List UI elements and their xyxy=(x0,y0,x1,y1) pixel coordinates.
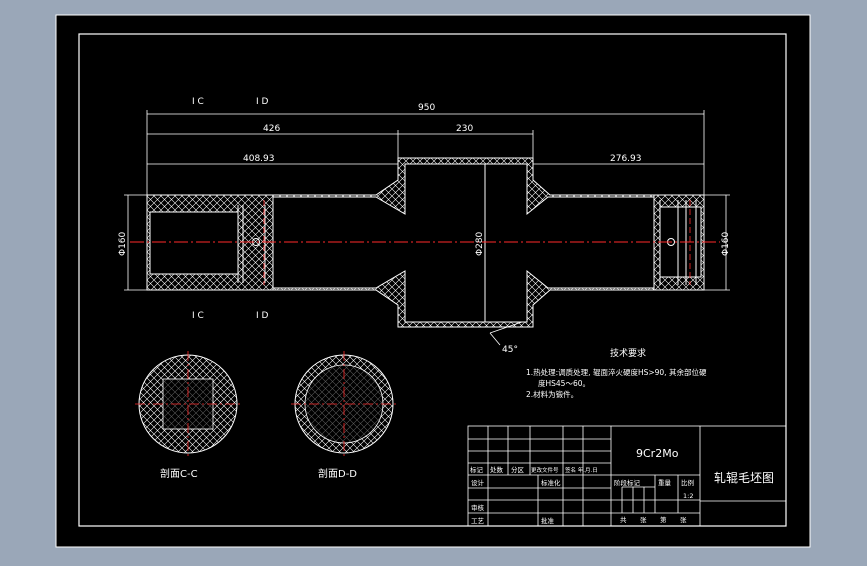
tech-req-line2: 度HS45～60。 xyxy=(538,378,590,388)
tb-sheet-label: 张 xyxy=(680,515,687,524)
tb-col-mark: 标记 xyxy=(470,465,484,474)
cut-mark-c-bottom: I C xyxy=(192,311,204,321)
tb-sheet-no: 第 xyxy=(660,515,667,524)
dim-collar-width: 230 xyxy=(456,124,473,134)
tb-standardized: 标准化 xyxy=(541,478,561,487)
tb-approval: 批准 xyxy=(541,516,555,525)
tb-reviewer: 审核 xyxy=(471,503,485,512)
dimension-texts: 950 426 230 408.93 276.93 Φ160 Φ160 Φ280… xyxy=(118,103,731,355)
dim-dia-left: Φ160 xyxy=(118,231,128,256)
cut-mark-d-bottom: I D xyxy=(256,311,269,321)
roll-blank-main-view xyxy=(146,157,705,328)
tb-sheets-total: 共 xyxy=(620,515,627,524)
section-c-label: 剖面C-C xyxy=(160,467,198,480)
section-d-d-view xyxy=(291,351,397,457)
cut-mark-c-top: I C xyxy=(192,97,204,107)
dim-dia-right: Φ160 xyxy=(721,231,731,256)
section-cut-marks: I C I D I C I D xyxy=(192,97,269,321)
tech-req-title: 技术要求 xyxy=(610,347,646,359)
title-block-texts: 9Cr2Mo 轧辊毛坯图 标记 处数 分区 更改文件号 签名 年.月.日 设计 … xyxy=(470,447,774,525)
dimension-lines xyxy=(124,110,730,346)
drawing-border xyxy=(78,33,787,527)
section-d-label: 剖面D-D xyxy=(318,467,357,480)
tb-col-zone: 分区 xyxy=(511,465,525,474)
dim-overall: 950 xyxy=(418,103,435,113)
tb-weight: 重量 xyxy=(658,479,672,487)
tech-req-line1: 1.热处理:调质处理, 辊面淬火硬度HS>90, 其余部位硬 xyxy=(526,367,707,377)
tb-col-count: 处数 xyxy=(490,465,504,474)
title-block xyxy=(467,425,787,527)
tb-sheets-label: 张 xyxy=(640,515,647,524)
tb-scale-value: 1:2 xyxy=(683,492,693,500)
tech-requirements: 技术要求 1.热处理:调质处理, 辊面淬火硬度HS>90, 其余部位硬 度HS4… xyxy=(526,347,707,399)
dim-chamfer-angle: 45° xyxy=(502,345,518,355)
tech-req-line3: 2.材料为锻件。 xyxy=(526,389,578,399)
tb-stage-mark: 阶段标记 xyxy=(614,478,641,487)
material-name: 9Cr2Mo xyxy=(636,447,679,460)
dim-left-to-collar: 426 xyxy=(263,124,280,134)
dim-dia-center: Φ280 xyxy=(475,231,485,256)
tb-process: 工艺 xyxy=(471,517,485,525)
section-c-c-view xyxy=(135,351,241,457)
tb-designer: 设计 xyxy=(471,478,485,487)
left-end-hollow xyxy=(149,211,239,275)
cut-mark-d-top: I D xyxy=(256,97,269,107)
tb-col-change-doc: 更改文件号 xyxy=(531,466,559,474)
dim-left-neck: 408.93 xyxy=(243,154,275,164)
tb-scale-label: 比例 xyxy=(681,478,694,487)
dim-right-neck: 276.93 xyxy=(610,154,642,164)
tb-col-sign-date: 签名 年.月.日 xyxy=(565,466,598,474)
drawing-name: 轧辊毛坯图 xyxy=(714,471,774,485)
